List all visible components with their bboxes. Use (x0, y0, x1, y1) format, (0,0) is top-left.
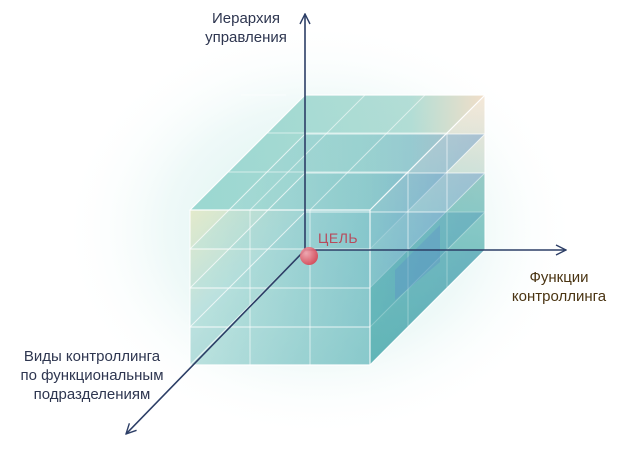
axis-functions-label-line: контроллинга (511, 288, 607, 305)
axis-functions-label-line: Функции (529, 269, 589, 286)
axis-departments-label: Виды контроллинга по функциональным подр… (2, 347, 182, 404)
axis-departments (126, 249, 306, 434)
cube-blue-accent (395, 225, 440, 300)
axes (126, 14, 566, 434)
axis-hierarchy-label: Иерархия управления (186, 9, 306, 47)
axis-hierarchy-label-line: управления (205, 29, 287, 46)
cube-layers (188, 94, 487, 366)
cube (188, 94, 487, 366)
axis-departments-label-line: по функциональным (20, 367, 164, 384)
goal-point (300, 247, 318, 265)
axis-departments-label-line: Виды контроллинга (23, 348, 161, 365)
axis-functions-label: Функции контроллинга (494, 268, 624, 306)
axis-departments-label-line: подразделениям (33, 386, 151, 403)
front-grid (190, 210, 370, 365)
cube-inner-shade (370, 173, 485, 365)
cube-edges (189, 94, 486, 366)
axis-hierarchy-label-line: Иерархия (212, 10, 280, 27)
top-grid (228, 94, 447, 211)
goal-label: ЦЕЛЬ (318, 230, 359, 246)
